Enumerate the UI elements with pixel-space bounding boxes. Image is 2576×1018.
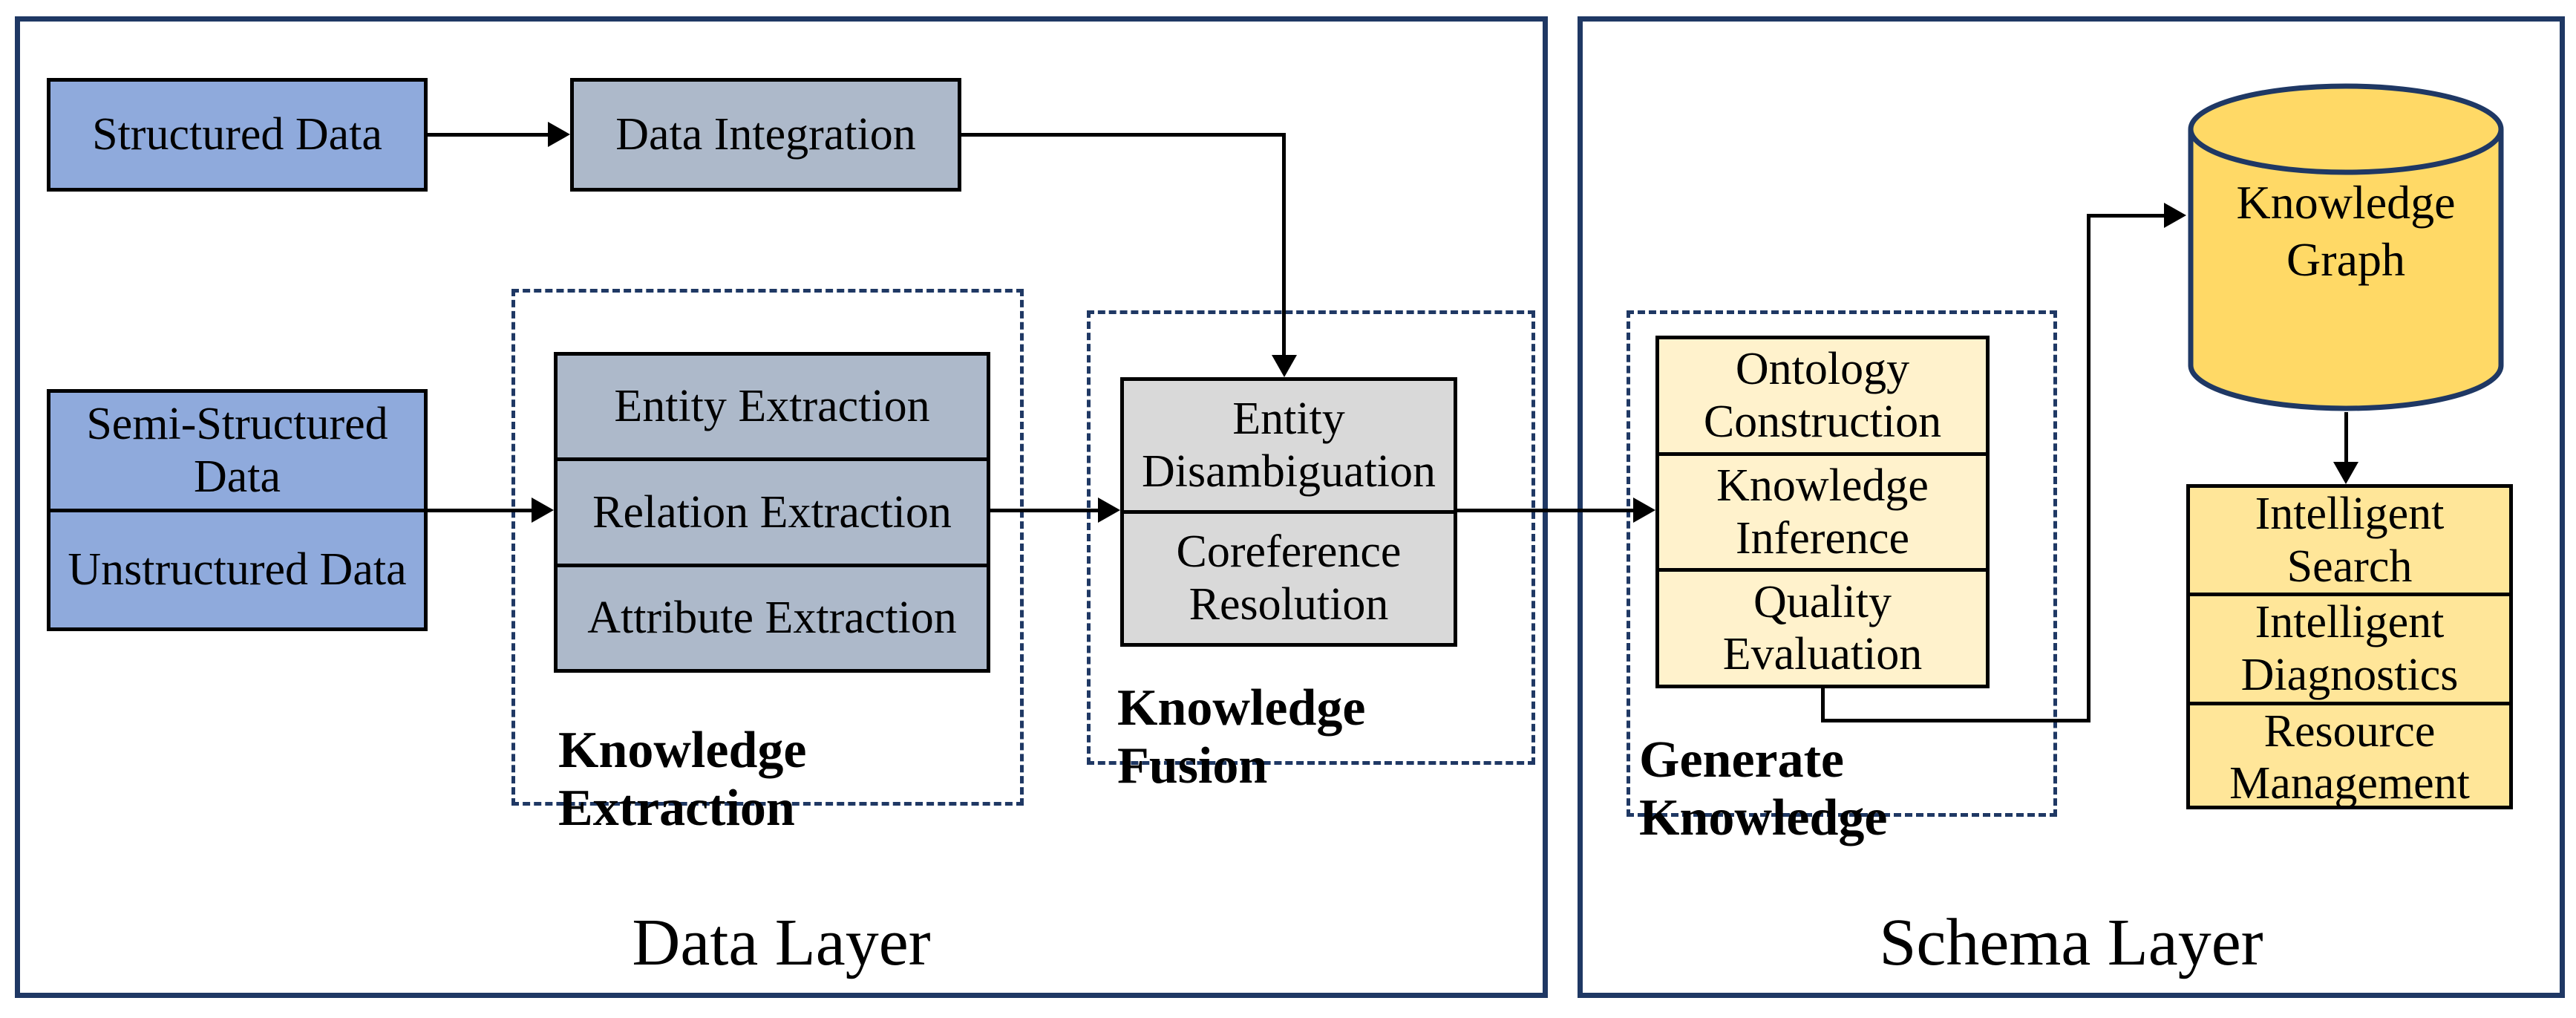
arrow-graph-to-applications-head (2333, 462, 2358, 484)
arrow-structured-to-integration-line (428, 133, 549, 137)
relation-extraction-cell: Relation Extraction (558, 457, 987, 563)
intelligent-search-cell: Intelligent Search (2255, 489, 2445, 592)
entity-extraction-cell: Entity Extraction (614, 381, 930, 432)
data-integration-label: Data Integration (615, 109, 916, 160)
arrow-integration-to-fusion-vline (1282, 133, 1286, 356)
knowledge-inference-cell: Knowledge Inference (1659, 451, 1986, 569)
arrow-generate-to-graph-hline1 (1821, 719, 2090, 722)
intelligent-diagnostics-cell: Intelligent Diagnostics (2190, 593, 2509, 701)
knowledge-extraction-group-label: Knowledge Extraction (558, 722, 807, 837)
arrow-source-to-extraction-head (532, 497, 554, 523)
resource-management-cell: Resource Management (2190, 701, 2509, 810)
coreference-resolution-cell: Coreference Resolution (1124, 510, 1454, 643)
arrow-graph-to-applications-line (2344, 412, 2348, 464)
ontology-construction-cell: Ontology Construction (1703, 344, 1942, 447)
arrow-fusion-to-generate-line (1457, 509, 1635, 512)
arrow-extraction-to-fusion-line (990, 509, 1099, 512)
arrow-generate-to-graph-vline2 (2087, 214, 2090, 722)
semi-structured-data-cell: Semi-Structured Data (86, 399, 388, 502)
arrow-generate-to-graph-hline2 (2087, 214, 2165, 218)
source-data-box: Semi-Structured Data Unstructured Data (47, 389, 428, 631)
arrow-structured-to-integration-head (548, 122, 570, 147)
knowledge-fusion-group-label: Knowledge Fusion (1117, 679, 1366, 795)
generate-knowledge-group-label: Generate Knowledge (1639, 731, 1888, 846)
knowledge-fusion-group (1087, 310, 1535, 765)
arrow-fusion-to-generate-head (1633, 497, 1655, 523)
data-layer-title: Data Layer (632, 906, 931, 979)
generate-knowledge-group (1627, 310, 2057, 817)
arrow-generate-to-graph-head (2164, 203, 2186, 228)
attribute-extraction-cell: Attribute Extraction (558, 563, 987, 669)
arrow-integration-to-fusion-hline (961, 133, 1286, 137)
structured-data-box: Structured Data (47, 78, 428, 192)
entity-disambiguation-cell: Entity Disambiguation (1141, 394, 1436, 497)
arrow-integration-to-fusion-head (1272, 355, 1297, 377)
arrow-generate-to-graph-vline1 (1821, 687, 1825, 722)
generate-knowledge-box: Ontology Construction Knowledge Inferenc… (1655, 336, 1990, 688)
data-layer-panel (15, 16, 1548, 998)
data-integration-box: Data Integration (570, 78, 961, 192)
arrow-source-to-extraction-line (428, 509, 533, 512)
knowledge-extraction-group (511, 289, 1024, 806)
unstructured-data-cell: Unstructured Data (50, 508, 424, 628)
knowledge-extraction-box: Entity Extraction Relation Extraction At… (554, 352, 990, 673)
knowledge-graph-label: Knowledge Graph (2236, 176, 2456, 286)
knowledge-graph-cylinder-icon (2188, 83, 2504, 411)
structured-data-label: Structured Data (92, 109, 382, 160)
arrow-extraction-to-fusion-head (1098, 497, 1120, 523)
schema-layer-panel (1578, 16, 2565, 998)
schema-layer-title: Schema Layer (1879, 906, 2263, 979)
applications-box: Intelligent Search Intelligent Diagnosti… (2186, 484, 2513, 809)
knowledge-fusion-box: Entity Disambiguation Coreference Resolu… (1120, 377, 1457, 647)
quality-evaluation-cell: Quality Evaluation (1659, 568, 1986, 685)
